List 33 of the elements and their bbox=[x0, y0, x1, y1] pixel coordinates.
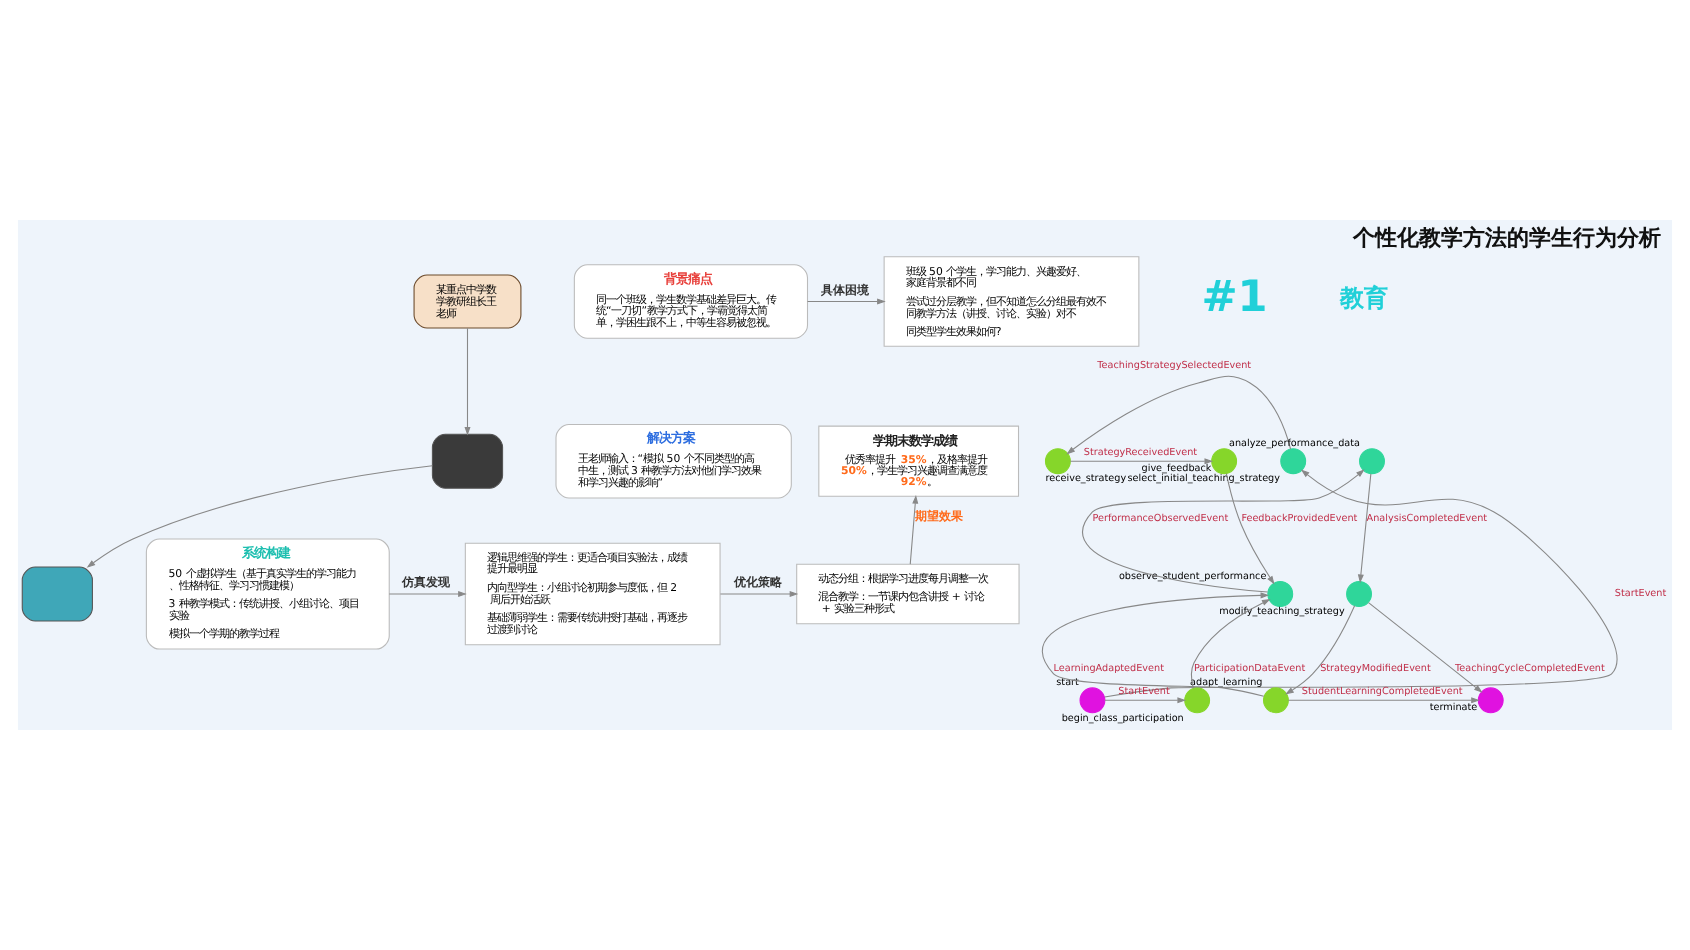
arrow bbox=[1357, 473, 1372, 584]
arrow bbox=[388, 590, 467, 598]
node-circle bbox=[1346, 581, 1372, 607]
arrow bbox=[719, 590, 799, 598]
arrow bbox=[1042, 592, 1270, 697]
node-circle bbox=[1263, 687, 1289, 714]
arrow bbox=[1285, 605, 1356, 695]
label: 教育 bbox=[1339, 284, 1388, 313]
node-circle bbox=[1359, 448, 1385, 475]
diagram-title: 个性化教学方法的学生行为分析 bbox=[1352, 224, 1661, 251]
node-box bbox=[21, 566, 93, 622]
arrow bbox=[1190, 599, 1271, 689]
arrow bbox=[1287, 697, 1480, 704]
arrow bbox=[909, 495, 919, 565]
arrow bbox=[86, 465, 433, 568]
node-circle bbox=[1079, 687, 1106, 714]
node-circle bbox=[1184, 687, 1211, 714]
node-circle bbox=[1280, 448, 1307, 475]
arrow bbox=[1104, 469, 1618, 698]
node-circle bbox=[1267, 581, 1294, 607]
node-circle bbox=[1044, 448, 1071, 475]
arrow bbox=[464, 327, 471, 436]
arrow bbox=[807, 298, 886, 305]
arrow bbox=[1082, 469, 1365, 593]
arrow bbox=[1066, 375, 1292, 455]
label: #1 bbox=[1201, 273, 1268, 324]
arrow bbox=[1225, 473, 1275, 585]
arrow bbox=[1069, 458, 1214, 465]
node-circle bbox=[1477, 687, 1504, 714]
node-circle bbox=[1211, 448, 1238, 475]
arrow bbox=[1367, 602, 1483, 693]
arrow bbox=[1104, 697, 1187, 704]
node-box bbox=[431, 433, 504, 489]
